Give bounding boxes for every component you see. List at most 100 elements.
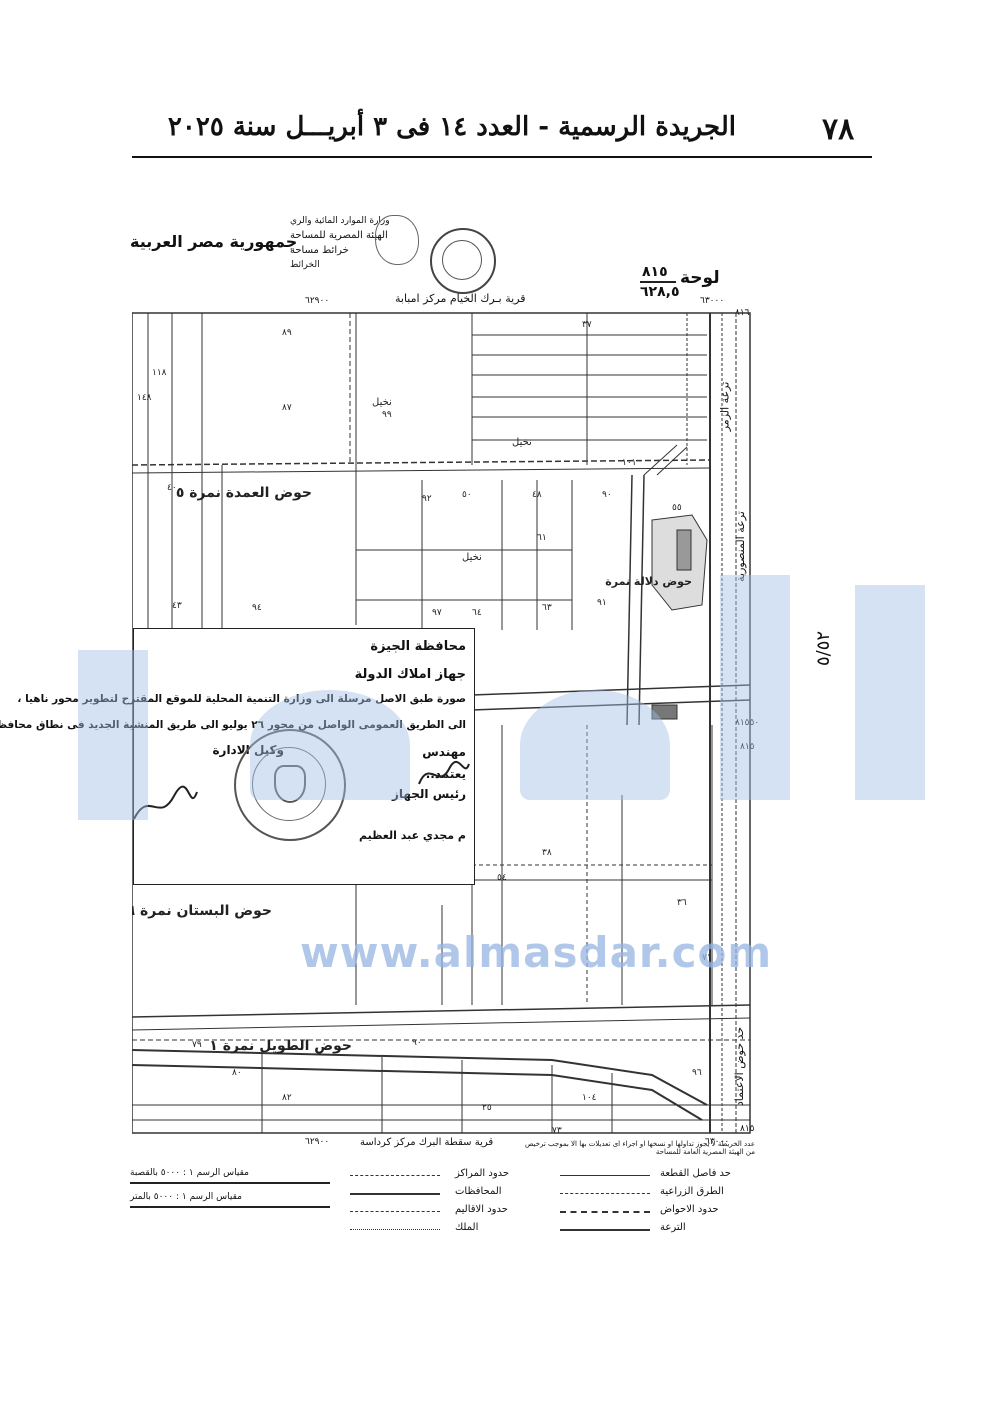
plot-label: نخيل: [512, 437, 532, 448]
authority-line-2: الهيئة المصرية للمساحة: [290, 230, 388, 241]
legend-item-right-4: الترعة: [660, 1222, 686, 1233]
parcel-label: ٨٩: [282, 328, 292, 338]
header-rule: [132, 156, 872, 158]
legend-item-right-2: الطرق الزراعية: [660, 1186, 724, 1197]
parcel-label: ٩٢: [422, 494, 432, 504]
side-road-2: ترعة المنصورية: [733, 511, 747, 582]
side-road-3: حد حوض الاعتماد: [733, 1026, 747, 1107]
parcel-label: ١١٨: [152, 368, 167, 378]
plot-label: نخيل: [462, 552, 482, 563]
parcel-label: ٩٩: [382, 410, 392, 420]
map-emblem-icon: [375, 215, 419, 265]
map-drawing: ٨٩ ٨٧ ٩٩ ٩٢ ٥٠ ٤٨ ٩٠ ٦١ ٤٣ ٩٤ ٩٧ ٦٤ ٦٣ ٩…: [132, 312, 751, 1135]
legend-item-left-3: حدود الاقاليم: [455, 1204, 508, 1215]
sheet-fraction-rule: [640, 281, 676, 283]
side-note: ٥/٥٢: [813, 630, 835, 667]
parcel-label: ٧٩: [192, 1040, 202, 1050]
watermark-shape: [78, 650, 148, 820]
legend-line: [350, 1229, 440, 1231]
parcel-label: ٤٠: [167, 483, 177, 493]
signature-icon-2: [133, 785, 198, 820]
parcel-label: ٩١: [597, 598, 607, 608]
authority-line-3: خرائط مساحة: [290, 245, 349, 256]
authority-seal-icon: [430, 228, 496, 294]
country-label: جمهورية مصر العربية: [130, 232, 298, 251]
legend-line: [350, 1193, 440, 1196]
parcel-label: ٣٨: [542, 848, 552, 858]
basin-name-1: حوض العمدة نمرة ٥: [176, 485, 312, 501]
watermark-shape: [720, 575, 790, 800]
legend-line: [560, 1175, 650, 1177]
authority-line-1: وزارة الموارد المائية والري: [290, 216, 390, 226]
legend-line: [350, 1211, 440, 1213]
parcel-label: ٦١: [537, 533, 547, 543]
legend-line: [560, 1193, 650, 1195]
coord-bottom-left: ٦٢٩٠٠: [305, 1137, 330, 1147]
parcel-label: ٨٠: [232, 1068, 242, 1078]
parcel-label: ٨٧: [282, 403, 292, 413]
legend-scale-2: مقياس الرسم ١ : ٥٠٠٠ بالمتر: [130, 1192, 242, 1202]
basin-name-3: حوض البستان نمرة ٦: [132, 903, 272, 919]
legend-line: [560, 1229, 650, 1232]
sheet-label: لوحة: [680, 268, 720, 288]
parcel-label: ٧١: [702, 953, 712, 963]
coord-right-mid2: ٨١٥: [740, 742, 755, 752]
legend-item-right-1: حد فاصل القطعة: [660, 1168, 731, 1179]
sheet-number-bottom: ٦٢٨,٥: [640, 284, 680, 300]
scale-bar-1: [130, 1182, 330, 1184]
coord-top-left: ٦٢٩٠٠: [305, 296, 330, 306]
parcel-label: ٩٧: [432, 608, 442, 618]
parcel-label: ٦٤: [472, 608, 482, 618]
page-number: ٧٨: [822, 112, 855, 147]
basin-name-4: حوض الطويل نمرة ١: [209, 1038, 352, 1054]
parcel-label: ٩٠: [412, 1038, 422, 1048]
parcel-label: ٣٦: [677, 898, 687, 908]
watermark-shape: [520, 690, 670, 800]
legend-item-left-4: الملك: [455, 1222, 479, 1233]
note-description-1: صورة طبق الاصل مرسلة الى وزارة التنمية ا…: [17, 693, 466, 705]
legend-scale-1: مقياس الرسم ١ : ٥٠٠٠ بالقصبة: [130, 1168, 249, 1178]
authority-line-4: الخرائط: [290, 260, 320, 270]
plot-label: نخيل: [372, 397, 392, 408]
parcel-label: ٥٤: [497, 873, 507, 883]
sheet-number-top: ٨١٥: [642, 264, 668, 280]
coord-bottom-right: ٦٣٠٠٠: [705, 1137, 730, 1147]
parcel-label: ٤٣: [172, 601, 182, 611]
parcel-label: ٩٦: [692, 1068, 702, 1078]
parcel-label: ٤٨: [532, 490, 542, 500]
watermark-shape: [250, 690, 410, 800]
parcel-label: ٦٣: [542, 603, 552, 613]
village-top: قرية بـرك الخيام مركز امبابة: [395, 292, 526, 305]
signature-icon: [418, 761, 470, 785]
legend-item-left-1: حدود المراكز: [455, 1168, 510, 1179]
legend-note: عدد الخريطة لا يجوز تداولها او نسخها او …: [524, 1140, 755, 1157]
legend-line: [350, 1175, 440, 1177]
coord-right-bottom: ٨١٥: [740, 1124, 755, 1134]
note-engineer: مهندس: [422, 745, 466, 759]
note-signatory-name: م مجدي عبد العظيم: [358, 829, 466, 842]
certification-box: محافظة الجيزة جهاز املاك الدولة صورة طبق…: [0, 628, 475, 885]
village-bottom: قرية سقطة البرك مركز كرداسة: [360, 1137, 494, 1148]
parcel-label: ٩٤: [252, 603, 262, 613]
official-stamp-icon: [234, 729, 346, 841]
legend-line: [560, 1211, 650, 1214]
scale-bar-2: [130, 1206, 330, 1208]
legend-item-right-3: حدود الاحواض: [660, 1204, 719, 1215]
note-governorate: محافظة الجيزة: [370, 639, 466, 654]
parcel-label: ٣٧: [582, 320, 592, 330]
note-department: جهاز املاك الدولة: [354, 667, 466, 682]
parcel-label: ٨٢: [282, 1093, 292, 1103]
note-head: رئيس الجهاز: [391, 787, 466, 801]
parcel-label: ١٠٤: [582, 1093, 597, 1103]
watermark-shape: [855, 585, 925, 800]
note-description-2: الى الطريق العمومى الواصل من محور ٢٦ يول…: [0, 719, 466, 731]
parcel-label: ١٠١: [622, 458, 637, 468]
cadastral-map: ٨٩ ٨٧ ٩٩ ٩٢ ٥٠ ٤٨ ٩٠ ٦١ ٤٣ ٩٤ ٩٧ ٦٤ ٦٣ ٩…: [132, 305, 752, 1135]
watermark-url: www.almasdar.com: [300, 928, 773, 977]
side-road-1: ترعة الزمر: [718, 381, 732, 432]
parcel-label: ١٤٨: [137, 393, 152, 403]
coord-top-right: ٦٣٠٠٠: [700, 296, 725, 306]
parcel-label: ٥٥: [672, 503, 682, 513]
coord-right-mid: ٨١٥٥٠: [735, 718, 760, 728]
parcel-label: ٥٠: [462, 490, 472, 500]
